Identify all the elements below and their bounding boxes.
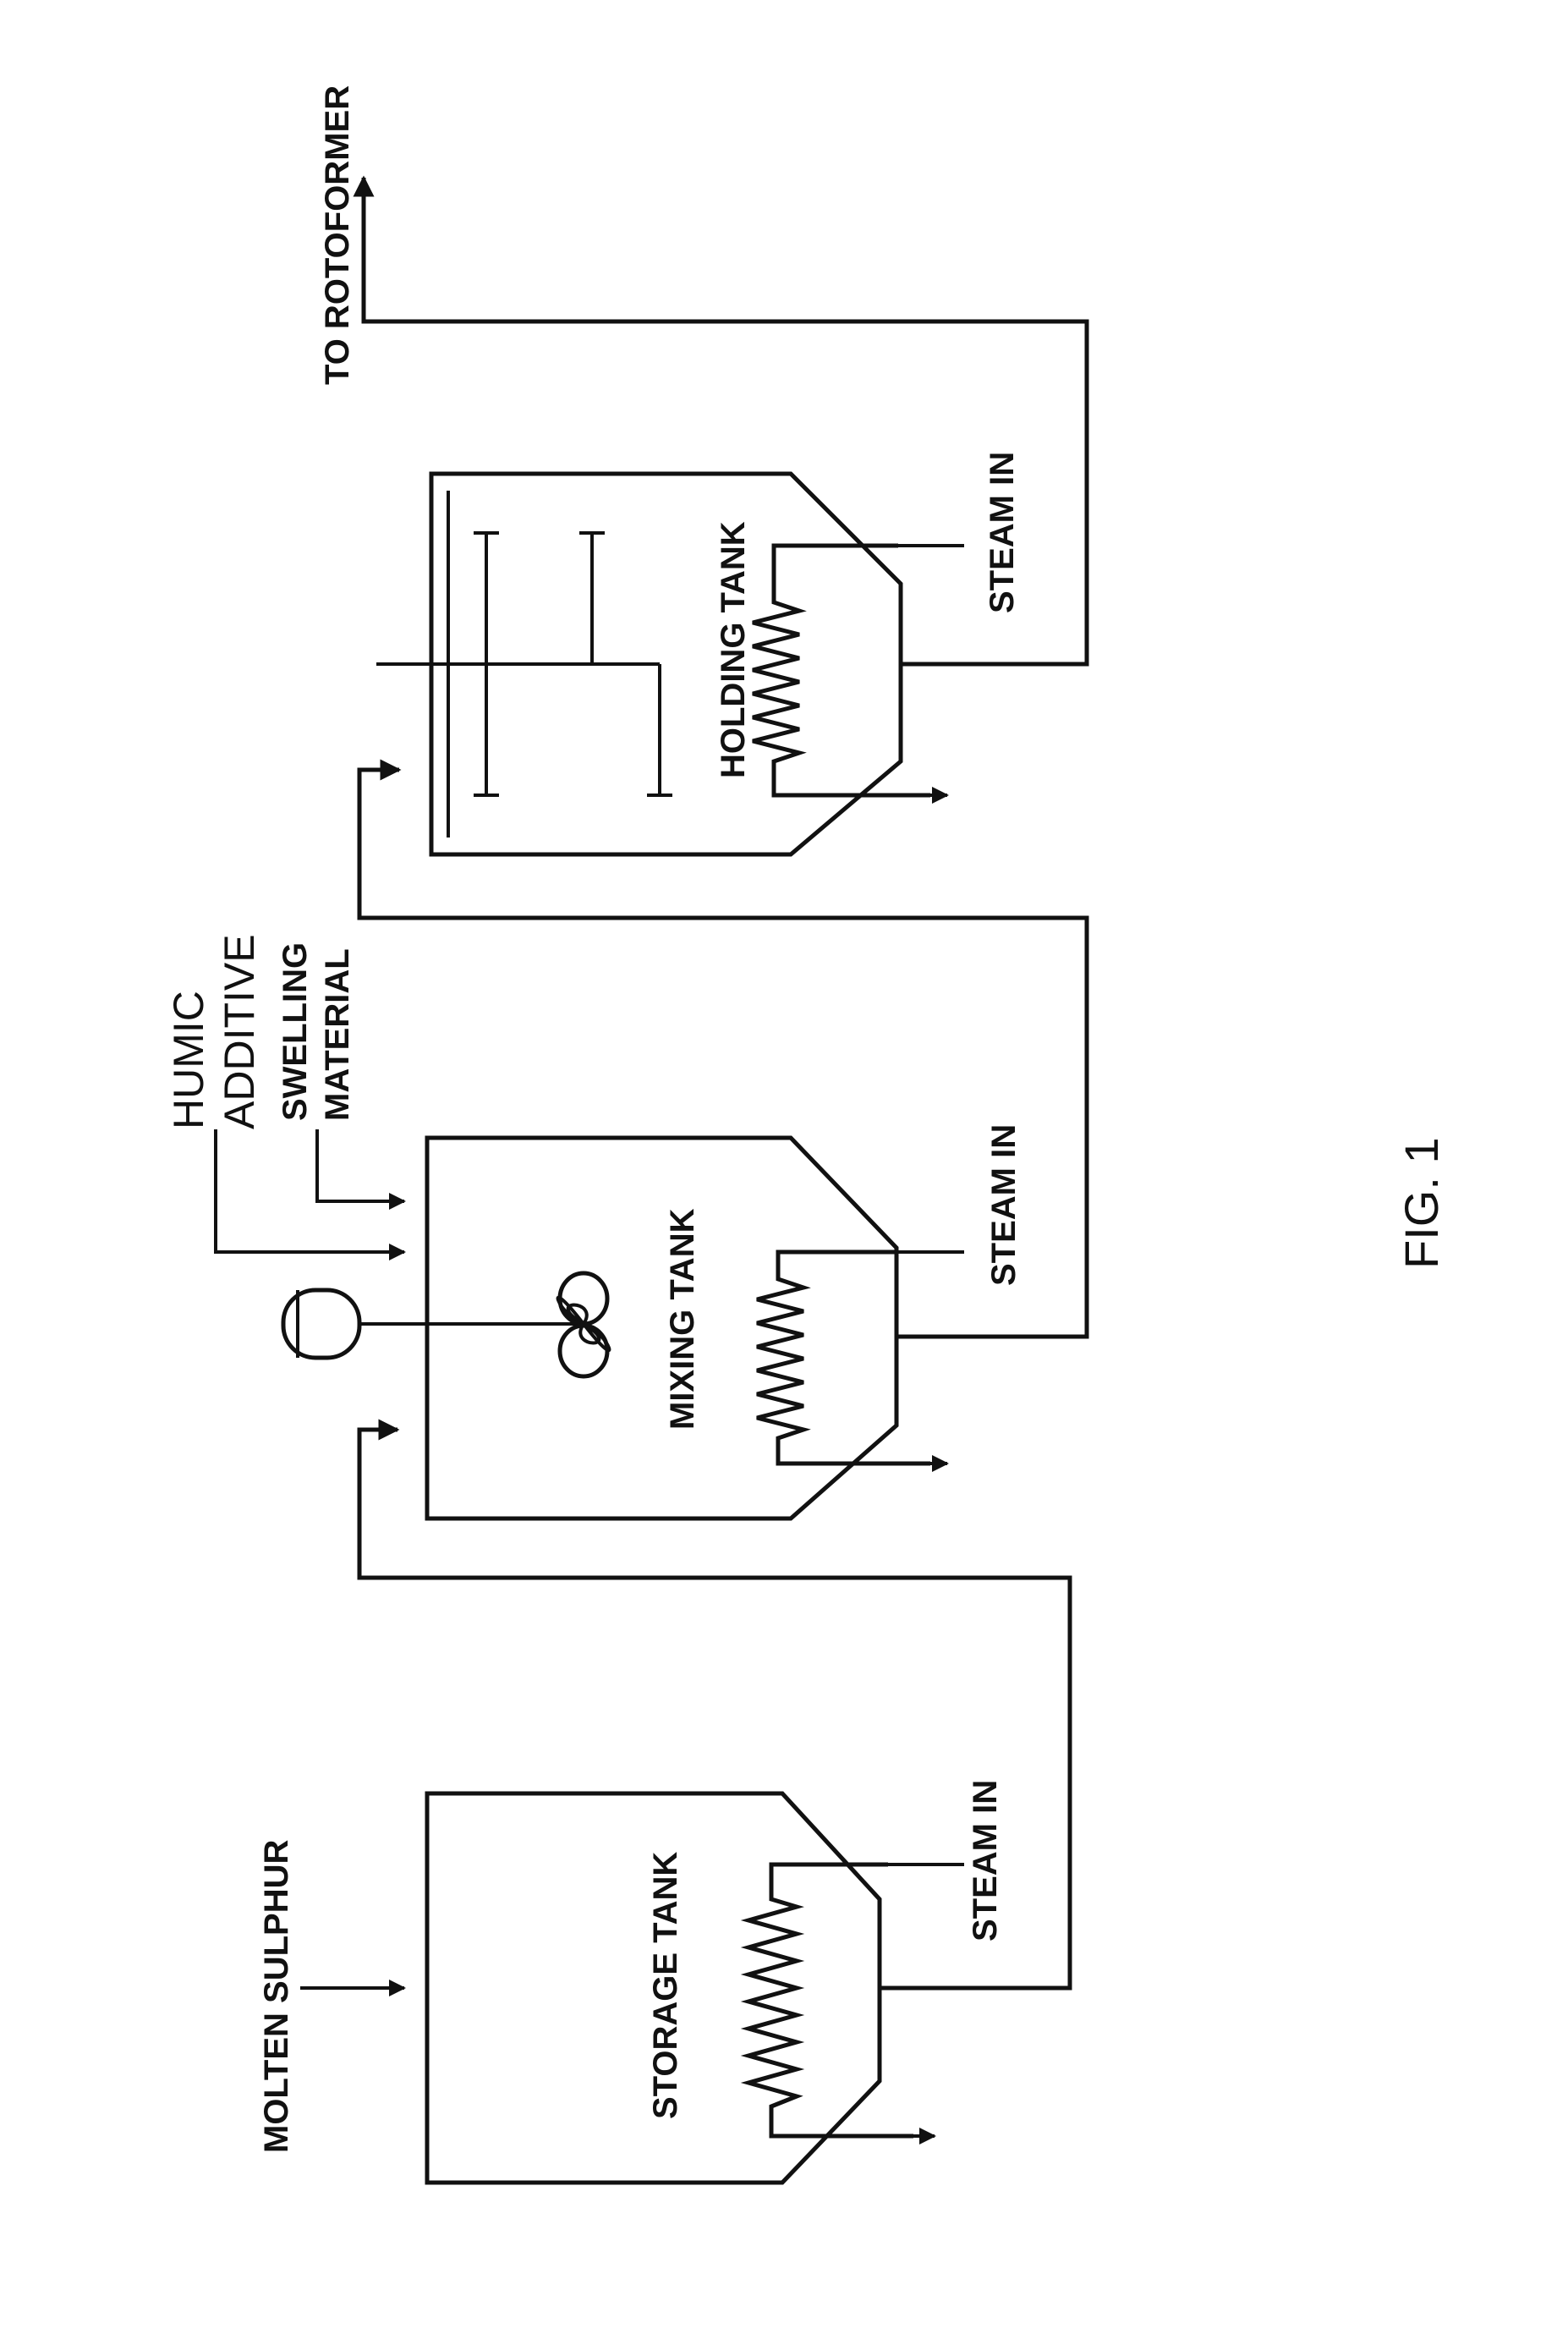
holding-tank-label: HOLDING TANK <box>715 521 752 778</box>
steam-in-storage-label: STEAM IN <box>967 1780 1004 1941</box>
agitator-blade-lower <box>560 1326 607 1376</box>
holding-tank <box>376 474 947 854</box>
agitator-motor <box>283 1290 359 1358</box>
steam-in-holding-label: STEAM IN <box>984 452 1021 613</box>
mixing-tank-label: MIXING TANK <box>664 1208 701 1430</box>
molten-sulphur-label: MOLTEN SULPHUR <box>258 1840 295 2153</box>
mixing-heating-coil <box>757 1252 930 1464</box>
humic-additive-label-line2: ADDITIVE <box>216 934 263 1129</box>
agitator-blade-upper <box>560 1273 607 1324</box>
swelling-material-label-line1: SWELLING <box>277 942 314 1121</box>
mixing-tank <box>283 1138 947 1518</box>
humic-additive-feed-arrow <box>216 1129 404 1252</box>
swelling-material-feed-arrow <box>317 1129 404 1201</box>
storage-tank-label: STORAGE TANK <box>647 1852 684 2119</box>
swelling-material-label-line2: MATERIAL <box>319 948 356 1121</box>
humic-additive-label-line1: HUMIC <box>165 991 212 1129</box>
figure-caption: FIG. 1 <box>1395 1137 1448 1269</box>
storage-to-mixing-pipe <box>359 1430 1070 1988</box>
to-rotoformer-label: TO ROTOFORMER <box>319 85 356 385</box>
steam-in-mixing-label: STEAM IN <box>985 1124 1022 1286</box>
storage-heating-coil <box>748 1864 913 2136</box>
holding-heating-coil <box>753 546 930 795</box>
